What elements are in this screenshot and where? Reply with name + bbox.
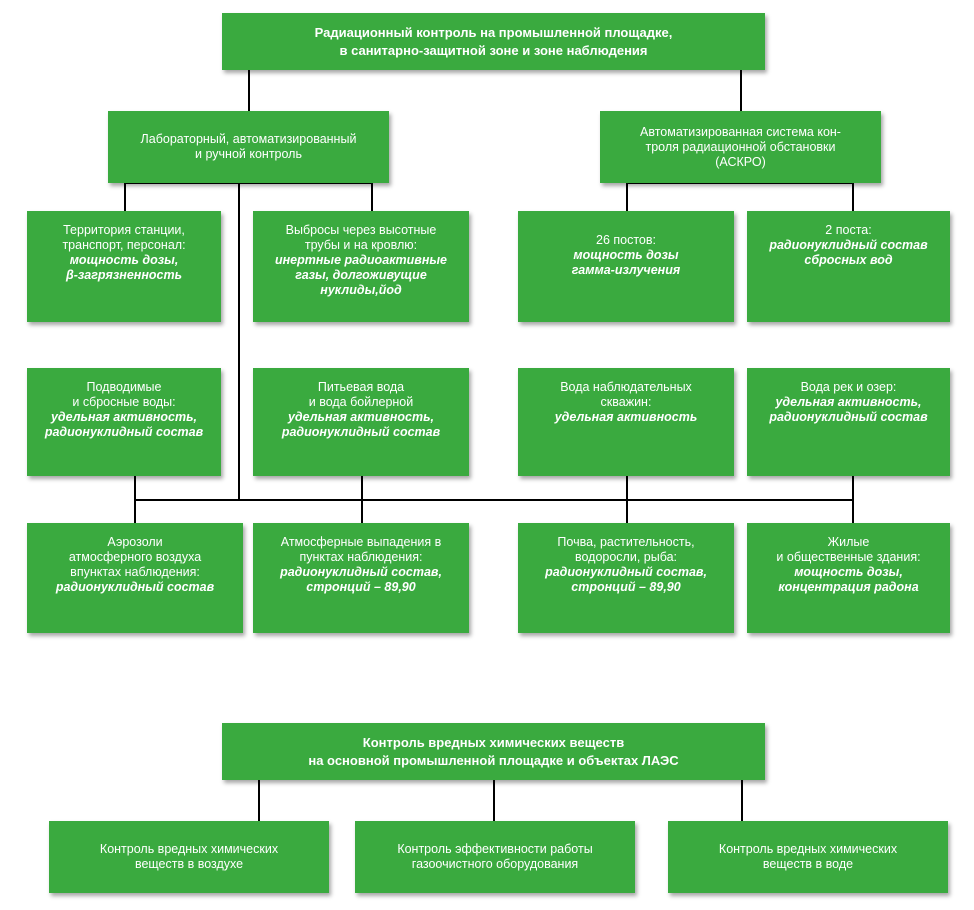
- emissions-box: Выбросы через высотные трубы и на кровлю…: [253, 211, 469, 322]
- radiation-control-title: Радиационный контроль на промышленной пл…: [222, 13, 765, 70]
- askro-box: Автоматизированная система кон- троля ра…: [600, 111, 881, 183]
- fallout-box: Атмосферные выпадения в пунктах наблюден…: [253, 523, 469, 633]
- drinking-water-box: Питьевая вода и вода бойлерной удельная …: [253, 368, 469, 476]
- supply-discharge-water-box: Подводимые и сбросные воды: удельная акт…: [27, 368, 221, 476]
- lab-control-box: Лабораторный, автоматизированный и ручно…: [108, 111, 389, 183]
- aerosols-box: Аэрозоли атмосферного воздуха впунктах н…: [27, 523, 243, 633]
- chemical-control-title: Контроль вредных химических веществ на о…: [222, 723, 765, 780]
- soil-vegetation-box: Почва, растительность, водоросли, рыба: …: [518, 523, 734, 633]
- observation-wells-box: Вода наблюдательных скважин: удельная ак…: [518, 368, 734, 476]
- rivers-lakes-box: Вода рек и озер: удельная активность, ра…: [747, 368, 950, 476]
- residential-buildings-box: Жилые и общественные здания: мощность до…: [747, 523, 950, 633]
- chem-water-box: Контроль вредных химических веществ в во…: [668, 821, 948, 893]
- chem-gas-cleaning-box: Контроль эффективности работы газоочистн…: [355, 821, 635, 893]
- chem-air-box: Контроль вредных химических веществ в во…: [49, 821, 329, 893]
- posts-2-box: 2 поста: радионуклидный состав сбросных …: [747, 211, 950, 322]
- station-territory-box: Территория станции, транспорт, персонал:…: [27, 211, 221, 322]
- posts-26-box: 26 постов: мощность дозы гамма-излучения: [518, 211, 734, 322]
